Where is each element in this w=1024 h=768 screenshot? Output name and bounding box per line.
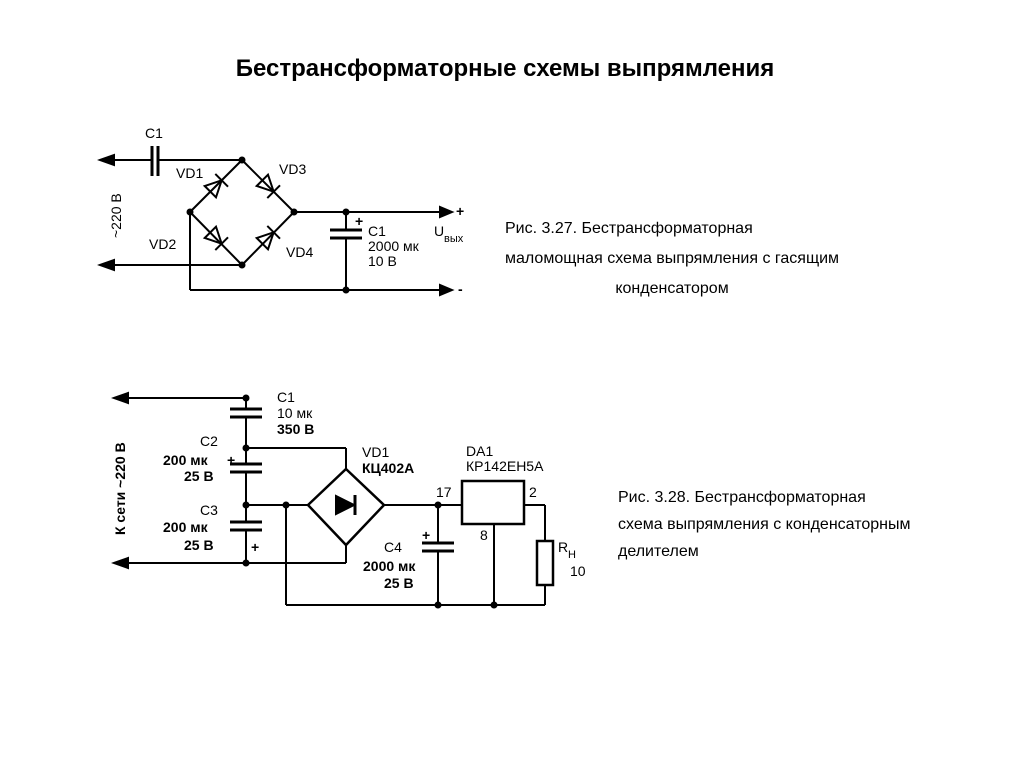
fig2-label-vd1-name: VD1 xyxy=(362,444,389,460)
fig1-vd4-diode-icon xyxy=(254,225,281,252)
caption-line: конденсатором xyxy=(615,280,729,297)
fig1-c2-capacitor-icon xyxy=(330,228,362,240)
figure-1-caption: Рис. 3.27. Бестрансформаторная маломощна… xyxy=(505,214,839,304)
caption-line: Рис. 3.28. Бестрансформаторная xyxy=(618,489,866,506)
fig1-label-vd2: VD2 xyxy=(149,236,176,252)
fig1-label-c2-name: C1 xyxy=(368,223,386,239)
fig1-arrow-plus-icon xyxy=(439,205,455,219)
fig1-arrow-bottom-icon xyxy=(97,258,115,272)
fig1-label-minus: - xyxy=(458,281,463,297)
fig1-junctions xyxy=(186,156,350,294)
fig2-vd1-bridge-icon xyxy=(306,467,386,547)
caption-line: маломощная схема выпрямления с гасящим xyxy=(505,250,840,267)
fig2-arrow-bottom-icon xyxy=(111,556,129,570)
fig2-c2-capacitor-icon xyxy=(230,462,262,474)
fig2-label-c3-cap: 200 мк xyxy=(163,519,209,535)
fig2-label-c2-cap: 200 мк xyxy=(163,452,209,468)
fig2-label-rh-val: 10 xyxy=(570,563,586,579)
fig2-label-mains: К сети ~220 В xyxy=(112,442,128,535)
fig2-label-pin17: 17 xyxy=(436,484,452,500)
fig2-wires xyxy=(118,397,546,606)
fig1-label-c2-volt: 10 В xyxy=(368,253,397,269)
fig1-label-vd1: VD1 xyxy=(176,165,203,181)
fig2-label-pin8: 8 xyxy=(480,527,488,543)
fig1-c1-capacitor-icon xyxy=(150,146,160,176)
fig1-label-uout-sub: вых xyxy=(444,233,464,245)
fig2-label-c4-name: C4 xyxy=(384,539,402,555)
fig1-vd1-diode-icon xyxy=(202,173,229,200)
caption-line: схема выпрямления с конденсаторным xyxy=(618,516,911,533)
fig1-label-c1: C1 xyxy=(145,125,163,141)
fig1-label-mains: ~220 В xyxy=(108,193,124,238)
caption-line: Рис. 3.27. Бестрансформаторная xyxy=(505,220,753,237)
fig1-label-c2-cap: 2000 мк xyxy=(368,238,420,254)
fig2-label-c1-cap: 10 мк xyxy=(277,405,313,421)
fig1-label-cap-plus: + xyxy=(355,213,363,229)
fig2-label-c4-cap: 2000 мк xyxy=(363,558,416,574)
fig2-da1-regulator-icon xyxy=(460,479,526,526)
fig2-label-c2-plus: + xyxy=(227,452,235,468)
fig1-label-vd3: VD3 xyxy=(279,161,306,177)
fig1-vd3-diode-icon xyxy=(254,172,281,199)
fig2-label-c4-plus: + xyxy=(422,527,430,543)
fig2-c3-capacitor-icon xyxy=(230,520,262,532)
fig2-label-da1-name: DA1 xyxy=(466,443,493,459)
caption-line: делителем xyxy=(618,543,699,560)
fig2-label-c2-name: C2 xyxy=(200,433,218,449)
fig2-label-rh-sub: Н xyxy=(568,549,576,561)
fig1-arrow-minus-icon xyxy=(439,283,455,297)
fig1-label-vd4: VD4 xyxy=(286,244,313,260)
fig2-label-da1-type: КР142ЕН5А xyxy=(466,458,544,474)
fig2-label-c1-name: C1 xyxy=(277,389,295,405)
fig2-label-c3-volt: 25 В xyxy=(184,537,214,553)
figure-2-caption: Рис. 3.28. Бестрансформаторная схема вып… xyxy=(618,484,910,565)
fig1-arrow-top-icon xyxy=(97,153,115,167)
fig2-junctions xyxy=(242,394,498,609)
fig2-c1-capacitor-icon xyxy=(230,407,262,419)
fig1-label-uout: U xyxy=(434,223,444,239)
fig2-rh-resistor-icon xyxy=(535,539,555,587)
fig2-label-rh: R xyxy=(558,539,568,555)
fig2-c4-capacitor-icon xyxy=(422,541,454,553)
fig2-label-c4-volt: 25 В xyxy=(384,575,414,591)
fig1-wires xyxy=(102,159,450,291)
fig1-vd2-diode-icon xyxy=(202,224,229,251)
fig2-label-c3-name: C3 xyxy=(200,502,218,518)
fig2-label-vd1-type: КЦ402А xyxy=(362,460,414,476)
fig1-label-plus: + xyxy=(456,203,464,219)
page-title: Бестрансформаторные схемы выпрямления xyxy=(235,55,775,82)
fig2-label-c2-volt: 25 В xyxy=(184,468,214,484)
fig2-label-c1-volt: 350 В xyxy=(277,421,314,437)
fig2-arrow-top-icon xyxy=(111,391,129,405)
fig2-label-pin2: 2 xyxy=(529,484,537,500)
fig2-label-c3-plus: + xyxy=(251,539,259,555)
